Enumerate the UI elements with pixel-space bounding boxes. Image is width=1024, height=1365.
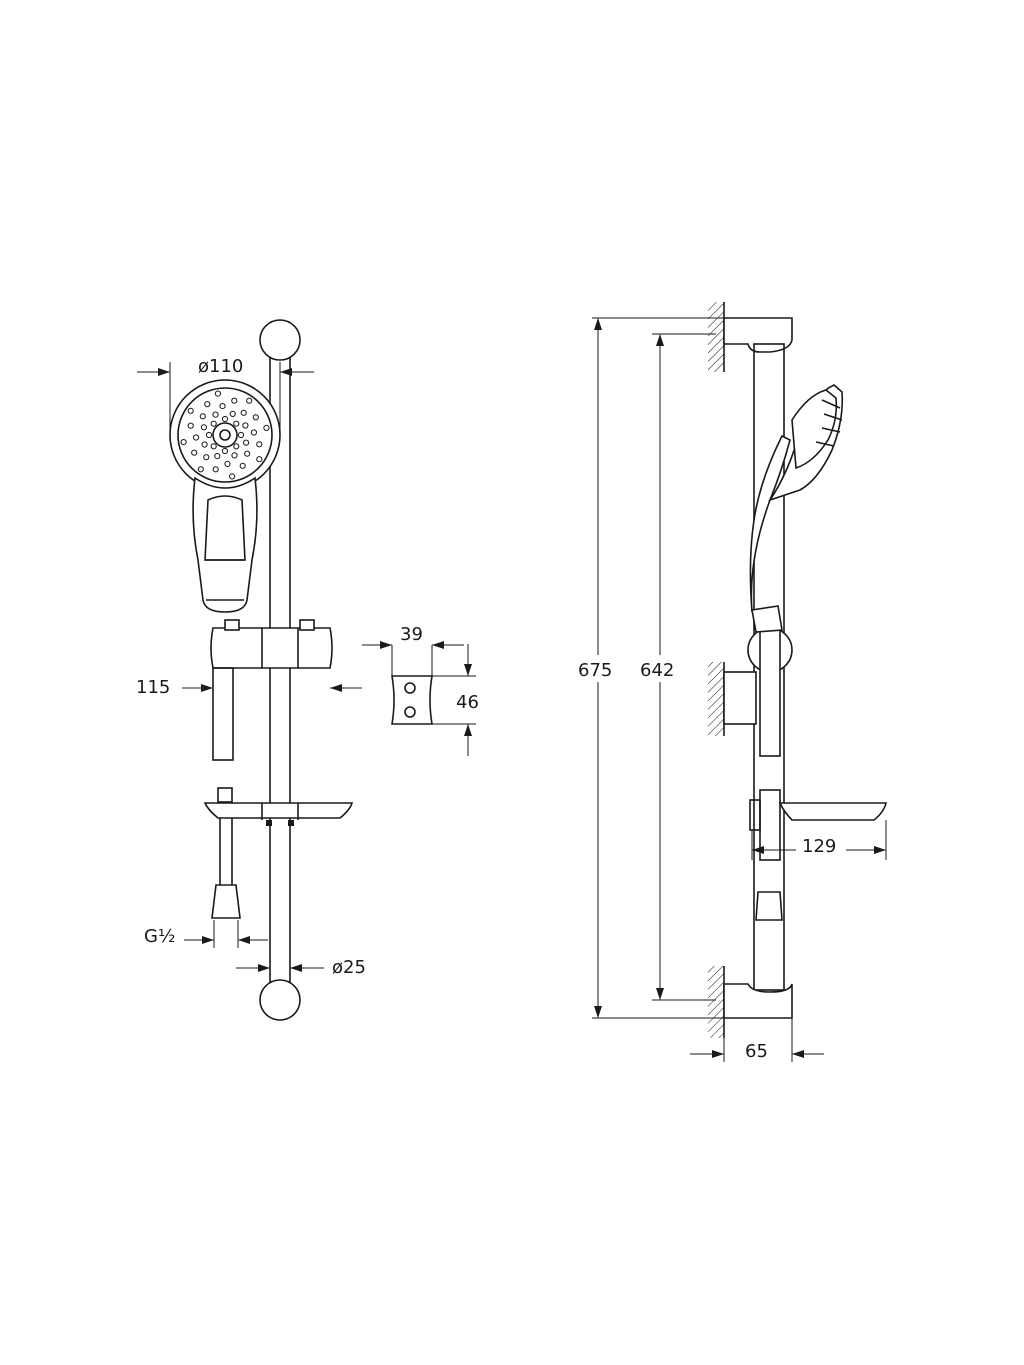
nozzle [221,415,229,423]
nozzle [199,413,206,420]
nozzle [197,466,204,473]
nozzle [200,424,207,431]
front-top-cap [259,319,301,361]
label-fixing-distance: 642 [640,660,674,681]
nozzle [256,441,263,448]
dim-wall-projection: 65 [690,1018,824,1062]
nozzle [229,473,236,480]
label-overall-length: 675 [578,660,612,681]
nozzle [204,401,211,408]
wall-hatch-middle [708,662,724,736]
nozzle [193,434,200,441]
nozzle [221,447,229,455]
side-bottom-bracket [723,983,793,1019]
nozzle [229,410,236,417]
wall-bracket-detail [391,675,433,725]
wall-hatch-bottom [708,966,724,1038]
wall-hatch-top [708,302,724,372]
nozzle [203,454,210,461]
nozzle [250,429,257,436]
side-hose-connector [755,891,783,921]
front-bottom-cap [259,979,301,1021]
dim-rail-diameter: ø25 [236,957,366,978]
nozzle [231,397,238,404]
nozzle [187,422,194,429]
side-shower-head [749,384,844,613]
nozzle [187,407,194,414]
label-soap-dish-depth: 129 [802,836,836,857]
label-bracket-height: 46 [456,692,479,713]
nozzle [240,409,247,416]
side-top-bracket [723,317,793,353]
nozzle [243,439,250,446]
nozzle [214,453,221,460]
side-view: 675 642 129 [578,302,887,1062]
nozzle [224,460,231,467]
nozzle [201,441,208,448]
nozzle [263,424,270,431]
dim-thread: G½ [144,920,268,948]
label-bracket-width: 39 [400,624,423,645]
front-hose [211,818,241,919]
nozzle [233,443,240,450]
label-holder-height: 115 [136,677,170,698]
side-soap-dish [749,789,887,861]
nozzle [246,397,253,404]
nozzle [212,411,219,418]
front-soap-dish [203,787,354,826]
dim-soap-dish-depth: 129 [751,820,887,860]
nozzle [205,431,213,439]
side-middle-bracket [723,671,757,725]
label-rail-diameter: ø25 [332,957,366,978]
side-holder [747,605,793,757]
nozzle [180,439,187,446]
dim-bracket-height: 46 [432,644,479,756]
dim-holder-height: 115 [136,677,362,698]
nozzle [252,414,259,421]
label-thread: G½ [144,926,175,947]
nozzle [239,462,246,469]
label-wall-projection: 65 [745,1041,768,1062]
nozzle [256,456,263,463]
front-shower-head [169,379,281,613]
dim-head-diameter: ø110 [137,356,314,440]
nozzle [219,403,226,410]
nozzle [231,452,238,459]
dim-fixing-distance: 642 [640,333,716,1001]
label-head-diameter: ø110 [198,356,243,377]
dim-bracket-width: 39 [362,624,464,676]
dim-overall-length: 675 [578,317,724,1019]
nozzle [210,443,217,450]
front-view: ø110 115 39 46 [136,319,479,1021]
nozzle [210,420,217,427]
nozzle [237,431,245,439]
nozzle [191,449,198,456]
nozzle [244,450,251,457]
nozzle [242,422,249,429]
nozzle [233,420,240,427]
nozzle [212,466,219,473]
nozzle [214,390,221,397]
front-slider-holder [210,619,333,761]
